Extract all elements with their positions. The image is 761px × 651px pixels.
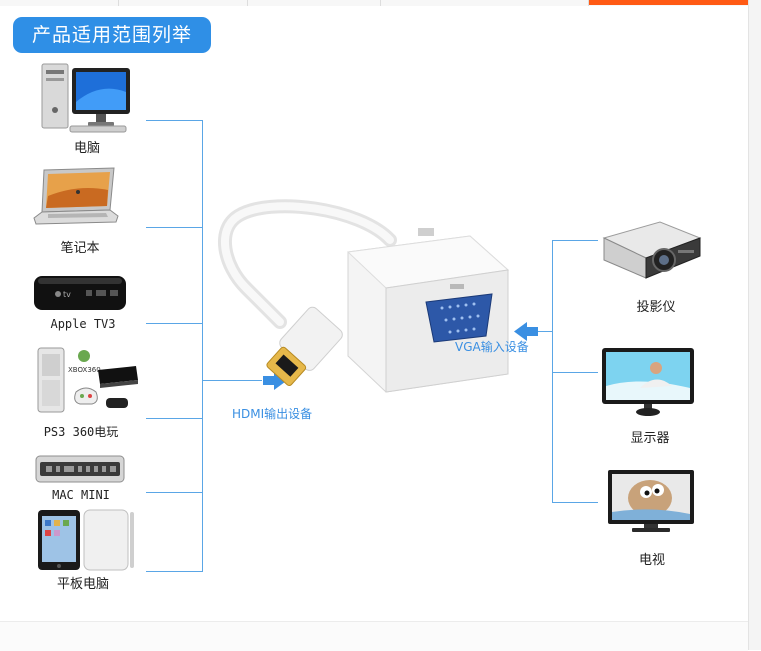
top-tab[interactable] [381,0,589,6]
device-label-tv: 电视 [638,553,665,568]
device-label-tablet: 平板电脑 [56,577,109,592]
projector-icon [602,221,702,279]
top-tab-strip [0,0,761,6]
device-label-monitor: 显示器 [630,431,670,446]
page-scroll-edge [748,0,761,650]
device-label-projector: 投影仪 [636,300,676,315]
top-tab[interactable] [248,0,381,6]
top-tab[interactable] [0,0,119,6]
game-console-icon: XBOX360 [37,347,138,413]
laptop-icon [33,167,119,225]
vga-input-label: VGA输入设备 [455,340,529,354]
svg-text:XBOX360: XBOX360 [68,366,101,374]
desktop-computer-icon [41,63,130,133]
vga-arrow-icon [514,322,538,341]
monitor-icon [602,348,694,416]
tablet-icon [38,509,134,571]
device-label-apple-tv: Apple TV3 [50,317,116,331]
section-title: 产品适用范围列举 [13,17,211,53]
apple-tv-icon: tv [34,276,126,310]
tv-icon [608,470,694,532]
hdmi-vga-adapter-icon [217,199,510,393]
svg-text:tv: tv [63,290,71,299]
top-tab[interactable] [119,0,248,6]
device-label-computer: 电脑 [73,141,100,156]
hdmi-output-label: HDMI输出设备 [232,407,313,421]
device-label-game-console: PS3 360电玩 [43,425,119,439]
mac-mini-icon [35,455,125,483]
page-bottom-edge [0,621,748,651]
device-label-laptop: 笔记本 [60,241,100,256]
top-tab-active[interactable] [589,0,748,5]
device-label-mac-mini: MAC MINI [52,488,110,502]
